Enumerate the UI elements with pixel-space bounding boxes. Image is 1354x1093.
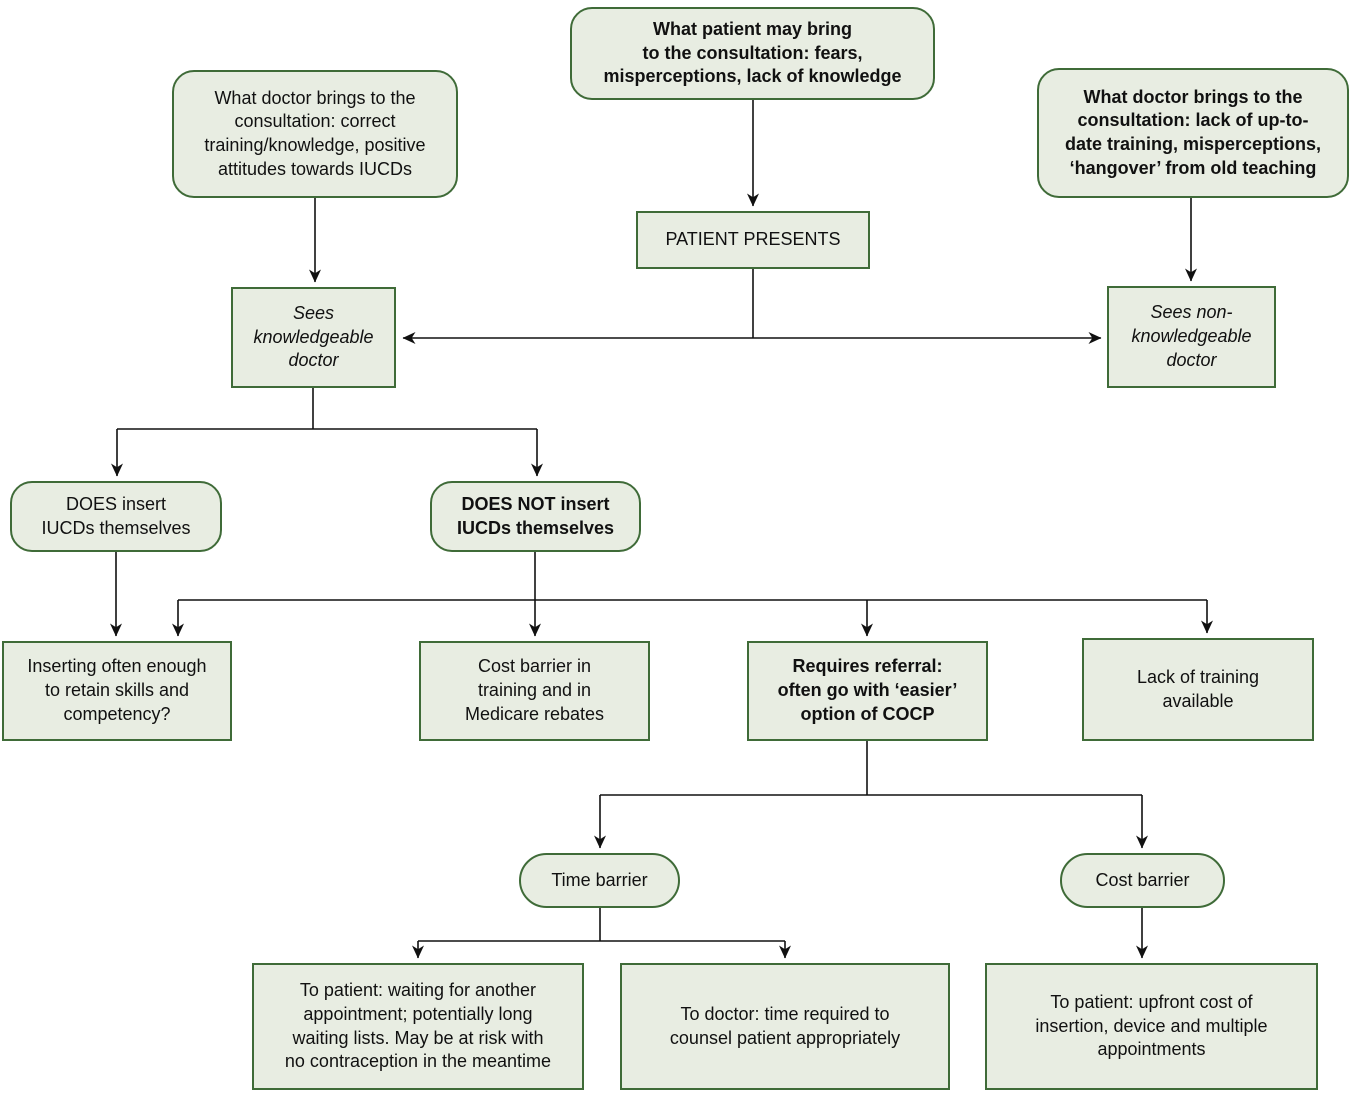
node-patient-presents: PATIENT PRESENTS [636,211,870,269]
node-to-doctor-time: To doctor: time required to counsel pati… [620,963,950,1090]
node-doctor-brings-negative: What doctor brings to the consultation: … [1037,68,1349,198]
connector-knowledgeable-split [111,388,543,477]
node-sees-knowledgeable: Sees knowledgeable doctor [231,287,396,388]
connector-does-not-insert-branch [172,552,1213,637]
node-to-patient-waiting: To patient: waiting for another appointm… [252,963,584,1090]
node-does-not-insert: DOES NOT insert IUCDs themselves [430,481,641,552]
node-lack-of-training: Lack of training available [1082,638,1314,741]
node-patient-brings: What patient may bring to the consultati… [570,7,935,100]
node-cost-barrier: Cost barrier [1060,853,1225,908]
node-does-insert: DOES insert IUCDs themselves [10,481,222,552]
node-doctor-brings-positive: What doctor brings to the consultation: … [172,70,458,198]
node-to-patient-upfront: To patient: upfront cost of insertion, d… [985,963,1318,1090]
connector-time-barrier-split [412,908,791,959]
connector-presents-split [402,269,1102,344]
connector-referral-split [594,741,1148,849]
node-time-barrier: Time barrier [519,853,680,908]
node-requires-referral: Requires referral: often go with ‘easier… [747,641,988,741]
node-cost-barrier-training: Cost barrier in training and in Medicare… [419,641,650,741]
node-inserting-often-enough: Inserting often enough to retain skills … [2,641,232,741]
node-sees-non-knowledgeable: Sees non- knowledgeable doctor [1107,286,1276,388]
